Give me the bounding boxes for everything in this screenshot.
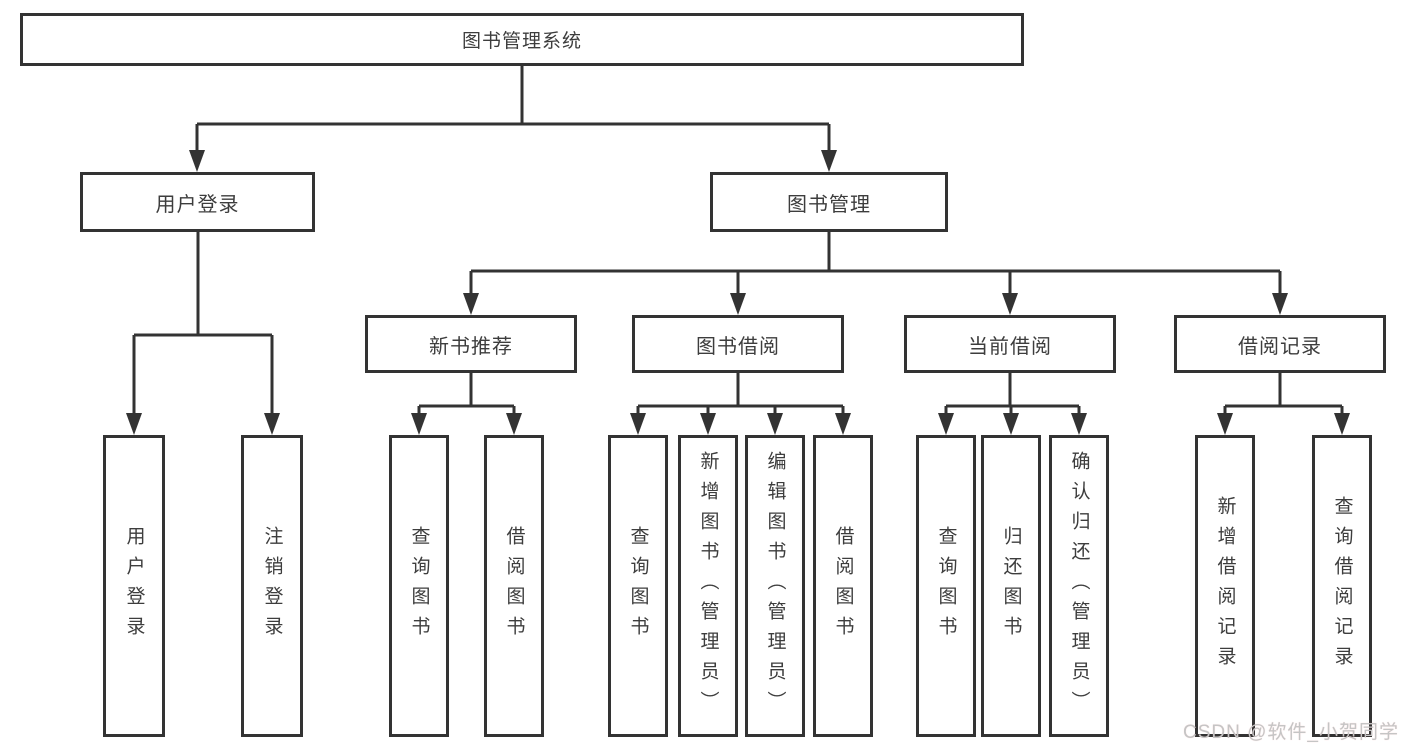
node-label: 查询图书: [935, 526, 957, 646]
node-book-management: 图书管理: [710, 172, 948, 232]
node-label: 确认归还（管理员）: [1068, 451, 1090, 721]
leaf-user-login: 用户登录: [103, 435, 165, 737]
leaf-add-borrow-record: 新增借阅记录: [1195, 435, 1255, 737]
leaf-confirm-return-admin: 确认归还（管理员）: [1049, 435, 1109, 737]
connector-book-borrow-children: [636, 373, 845, 415]
csdn-watermark: CSDN @软件_小贺同学: [1183, 722, 1399, 743]
node-label: 图书借阅: [696, 335, 780, 358]
connector-new-book-children: [417, 373, 516, 415]
node-label: 借阅图书: [832, 526, 854, 646]
arrowheads-borrow-records-children: [1217, 413, 1350, 435]
connector-current-borrow-children: [944, 373, 1081, 415]
node-library-management-system: 图书管理系统: [20, 13, 1024, 66]
arrowheads-level2: [189, 150, 837, 172]
connector-root-to-level2: [195, 66, 831, 152]
leaf-borrow-books: 借阅图书: [813, 435, 873, 737]
arrowheads-book-borrow-children: [630, 413, 851, 435]
node-label: 图书管理: [787, 193, 871, 216]
node-label: 借阅记录: [1238, 335, 1322, 358]
node-book-borrowing: 图书借阅: [632, 315, 844, 373]
leaf-edit-books-admin: 编辑图书（管理员）: [745, 435, 805, 737]
arrowheads-current-borrow-children: [938, 413, 1087, 435]
leaf-add-books-admin: 新增图书（管理员）: [678, 435, 738, 737]
leaf-query-borrow-record: 查询借阅记录: [1312, 435, 1372, 737]
arrowheads-new-book-children: [411, 413, 522, 435]
node-label: 查询借阅记录: [1331, 496, 1353, 676]
arrowheads-user-login-children: [126, 413, 280, 435]
node-label: 编辑图书（管理员）: [764, 451, 786, 721]
connector-borrow-records-children: [1223, 373, 1344, 415]
leaf-query-books-borrow: 查询图书: [608, 435, 668, 737]
node-current-borrowing: 当前借阅: [904, 315, 1116, 373]
node-new-book-recommendation: 新书推荐: [365, 315, 577, 373]
leaf-logout: 注销登录: [241, 435, 303, 737]
node-label: 图书管理系统: [461, 31, 582, 52]
node-user-login: 用户登录: [80, 172, 315, 232]
node-label: 查询图书: [408, 526, 430, 646]
node-label: 新增借阅记录: [1214, 496, 1236, 676]
node-label: 查询图书: [627, 526, 649, 646]
node-label: 用户登录: [123, 526, 145, 646]
node-label: 新增图书（管理员）: [697, 451, 719, 721]
node-label: 新书推荐: [429, 335, 513, 358]
node-borrowing-records: 借阅记录: [1174, 315, 1386, 373]
node-label: 用户登录: [155, 193, 240, 216]
node-label: 借阅图书: [503, 526, 525, 646]
leaf-borrow-books-recommend: 借阅图书: [484, 435, 544, 737]
connector-book-management-children: [469, 232, 1282, 295]
node-label: 注销登录: [261, 526, 283, 646]
leaf-return-books: 归还图书: [981, 435, 1041, 737]
leaf-query-books-recommend: 查询图书: [389, 435, 449, 737]
connector-user-login-children: [132, 232, 274, 415]
node-label: 归还图书: [1000, 526, 1022, 646]
node-label: 当前借阅: [968, 335, 1052, 358]
arrowheads-level3: [463, 293, 1288, 315]
leaf-query-books-current: 查询图书: [916, 435, 976, 737]
